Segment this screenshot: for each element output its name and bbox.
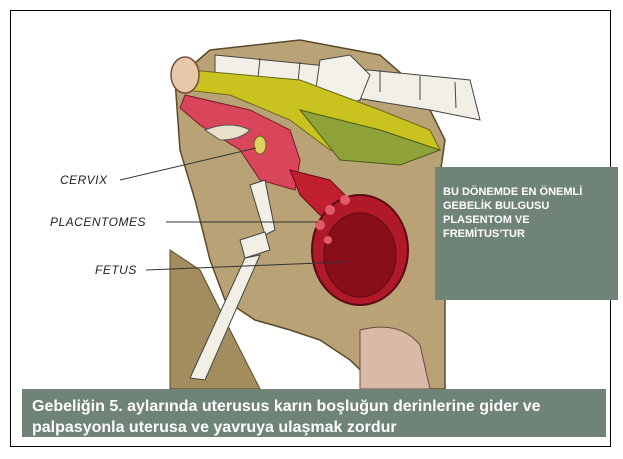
label-fetus: FETUS [95, 263, 137, 277]
caption-box: Gebeliğin 5. aylarında uterusus karın bo… [22, 389, 606, 437]
side-note-text: BU DÖNEMDE EN ÖNEMLİ GEBELİK BULGUSU PLA… [443, 185, 612, 241]
caption-text: Gebeliğin 5. aylarında uterusus karın bo… [32, 396, 596, 438]
cervix-organ [254, 136, 266, 154]
side-note-box: BU DÖNEMDE EN ÖNEMLİ GEBELİK BULGUSU PLA… [435, 167, 618, 300]
label-cervix: CERVIX [60, 173, 107, 187]
fetus-organ [324, 213, 396, 297]
tail-base [171, 57, 199, 93]
label-placentomes: PLACENTOMES [50, 215, 146, 229]
